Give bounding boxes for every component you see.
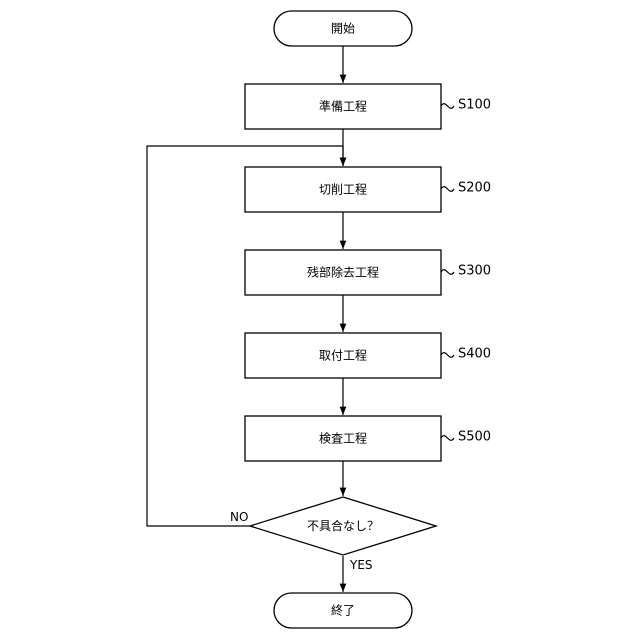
- step-label: 切削工程: [319, 182, 367, 197]
- end-terminal: 終了: [274, 593, 412, 628]
- step-box-s500: 検査工程 S500: [245, 416, 491, 461]
- step-id: S300: [458, 264, 491, 279]
- step-leader: [441, 187, 454, 192]
- decision-diamond: 不具合なし？: [250, 497, 436, 555]
- step-label: 準備工程: [319, 99, 367, 114]
- step-box-s400: 取付工程 S400: [245, 333, 491, 378]
- start-label: 開始: [331, 22, 355, 36]
- end-label: 終了: [331, 603, 355, 618]
- step-label: 残部除去工程: [307, 265, 379, 280]
- no-branch-label: NO: [230, 510, 248, 524]
- step-leader: [441, 436, 454, 441]
- step-leader: [441, 353, 454, 358]
- step-leader: [441, 270, 454, 275]
- decision-label: 不具合なし？: [307, 518, 379, 533]
- step-id: S400: [458, 347, 491, 362]
- step-id: S100: [458, 98, 491, 113]
- step-label: 検査工程: [319, 431, 367, 446]
- start-terminal: 開始: [274, 11, 412, 46]
- step-label: 取付工程: [319, 348, 367, 363]
- yes-branch-label: YES: [349, 558, 373, 572]
- step-box-s200: 切削工程 S200: [245, 167, 491, 212]
- step-id: S200: [458, 181, 491, 196]
- step-id: S500: [458, 430, 491, 445]
- step-leader: [441, 104, 454, 109]
- step-box-s100: 準備工程 S100: [245, 84, 491, 129]
- step-box-s300: 残部除去工程 S300: [245, 250, 491, 295]
